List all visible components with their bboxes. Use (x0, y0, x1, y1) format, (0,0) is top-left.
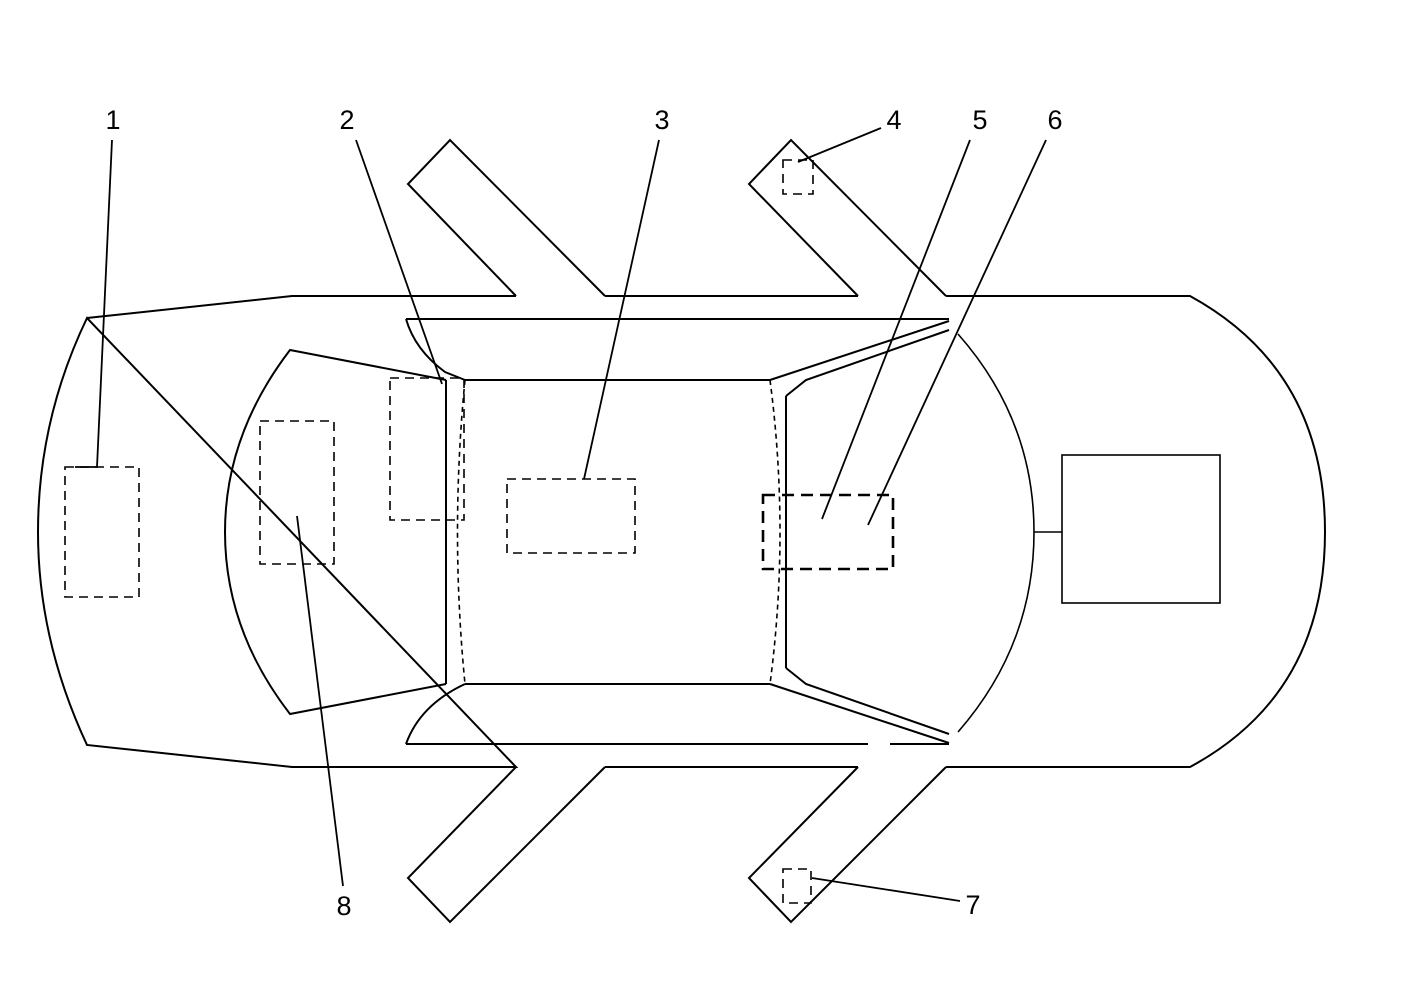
leader-line-6 (867, 139, 1047, 526)
component-locations (64, 159, 895, 904)
component-4-location (782, 159, 814, 195)
callout-4-label: 4 (886, 105, 901, 135)
vehicle-body (36, 295, 1327, 768)
roof-right-dotted (769, 379, 781, 685)
rear-left-door (747, 138, 947, 297)
leader-line-2 (355, 139, 443, 385)
rear-window-lower (769, 667, 950, 744)
component-3-location (506, 478, 636, 554)
doors (406, 138, 947, 924)
component-5-6-location (761, 493, 895, 571)
callout-6-label: 6 (1047, 105, 1062, 135)
upper-sill-curve (405, 318, 466, 381)
callout-5-label: 5 (972, 105, 987, 135)
body-outline (36, 295, 1327, 768)
callout-3-label: 3 (654, 105, 669, 135)
component-1-location (64, 466, 140, 598)
callout-2-label: 2 (339, 105, 354, 135)
callout-7-label: 7 (965, 890, 980, 920)
leader-line-8 (296, 515, 344, 887)
leader-line-1 (75, 139, 113, 468)
callout-1-label: 1 (105, 105, 120, 135)
rear-right-door (747, 766, 947, 924)
roof-left-dotted (456, 379, 466, 685)
leader-lines (75, 127, 1047, 902)
lower-sill-curve (405, 683, 466, 745)
trunk-lid-arc (957, 333, 1035, 733)
leader-line-7 (811, 877, 961, 902)
leader-line-3 (583, 139, 660, 480)
leader-line-4 (797, 127, 882, 163)
callout-labels: 1 2 3 4 5 6 7 8 (105, 105, 1062, 921)
cabin (223, 318, 1221, 745)
component-8-location (259, 420, 335, 565)
rear-component-box (1061, 454, 1221, 604)
front-left-door (406, 138, 606, 297)
component-2-location (389, 377, 465, 521)
front-right-door (406, 766, 606, 924)
leader-line-5 (821, 139, 971, 520)
callout-8-label: 8 (336, 891, 351, 921)
rear-window-upper (769, 320, 950, 397)
component-7-location (782, 868, 812, 904)
hood-outline (223, 348, 447, 716)
